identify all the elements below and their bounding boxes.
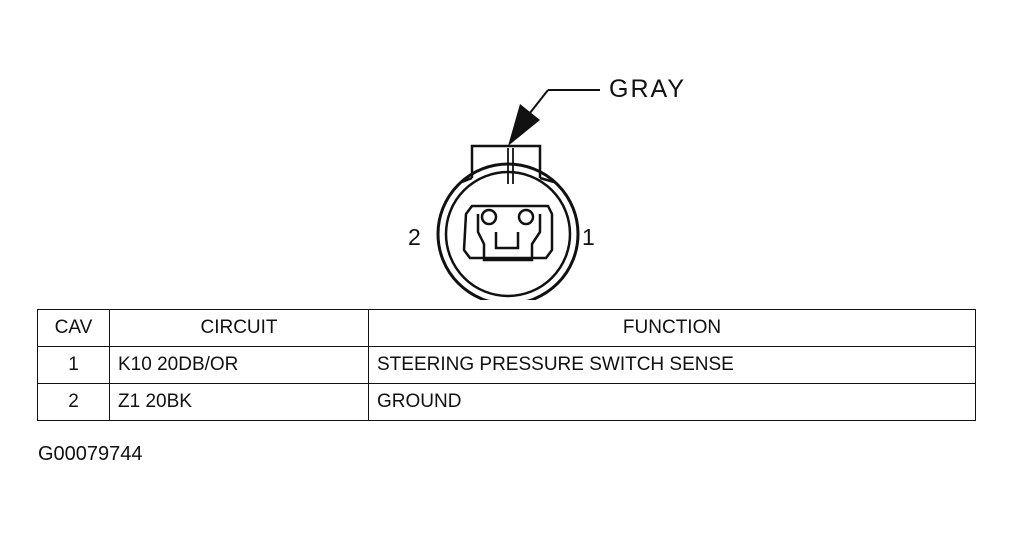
pinout-table: CAV CIRCUIT FUNCTION 1 K10 20DB/OR STEER… [37,309,976,421]
callout-arrowhead [508,104,540,146]
pin-label-1: 1 [582,224,595,250]
cell-circuit: Z1 20BK [109,383,369,421]
figure-id: G00079744 [38,443,143,465]
table-row: 2 Z1 20BK GROUND [37,383,976,421]
color-callout-leader [525,89,600,119]
cell-circuit: K10 20DB/OR [109,346,369,384]
cavity-2 [480,208,498,226]
table-header-row: CAV CIRCUIT FUNCTION [37,309,976,347]
cell-function: GROUND [368,383,976,421]
cell-cav: 1 [37,346,110,384]
terminal-cavities [480,208,535,226]
header-cav: CAV [37,309,110,347]
connector-body [436,144,580,300]
cavity-1 [517,208,535,226]
header-function: FUNCTION [368,309,976,347]
header-circuit: CIRCUIT [109,309,369,347]
cell-cav: 2 [37,383,110,421]
pin-label-2: 2 [408,224,421,250]
connector-diagram: GRAY 2 1 [408,75,686,300]
table-row: 1 K10 20DB/OR STEERING PRESSURE SWITCH S… [37,346,976,384]
connector-color-label: GRAY [609,75,686,103]
cell-function: STEERING PRESSURE SWITCH SENSE [368,346,976,384]
